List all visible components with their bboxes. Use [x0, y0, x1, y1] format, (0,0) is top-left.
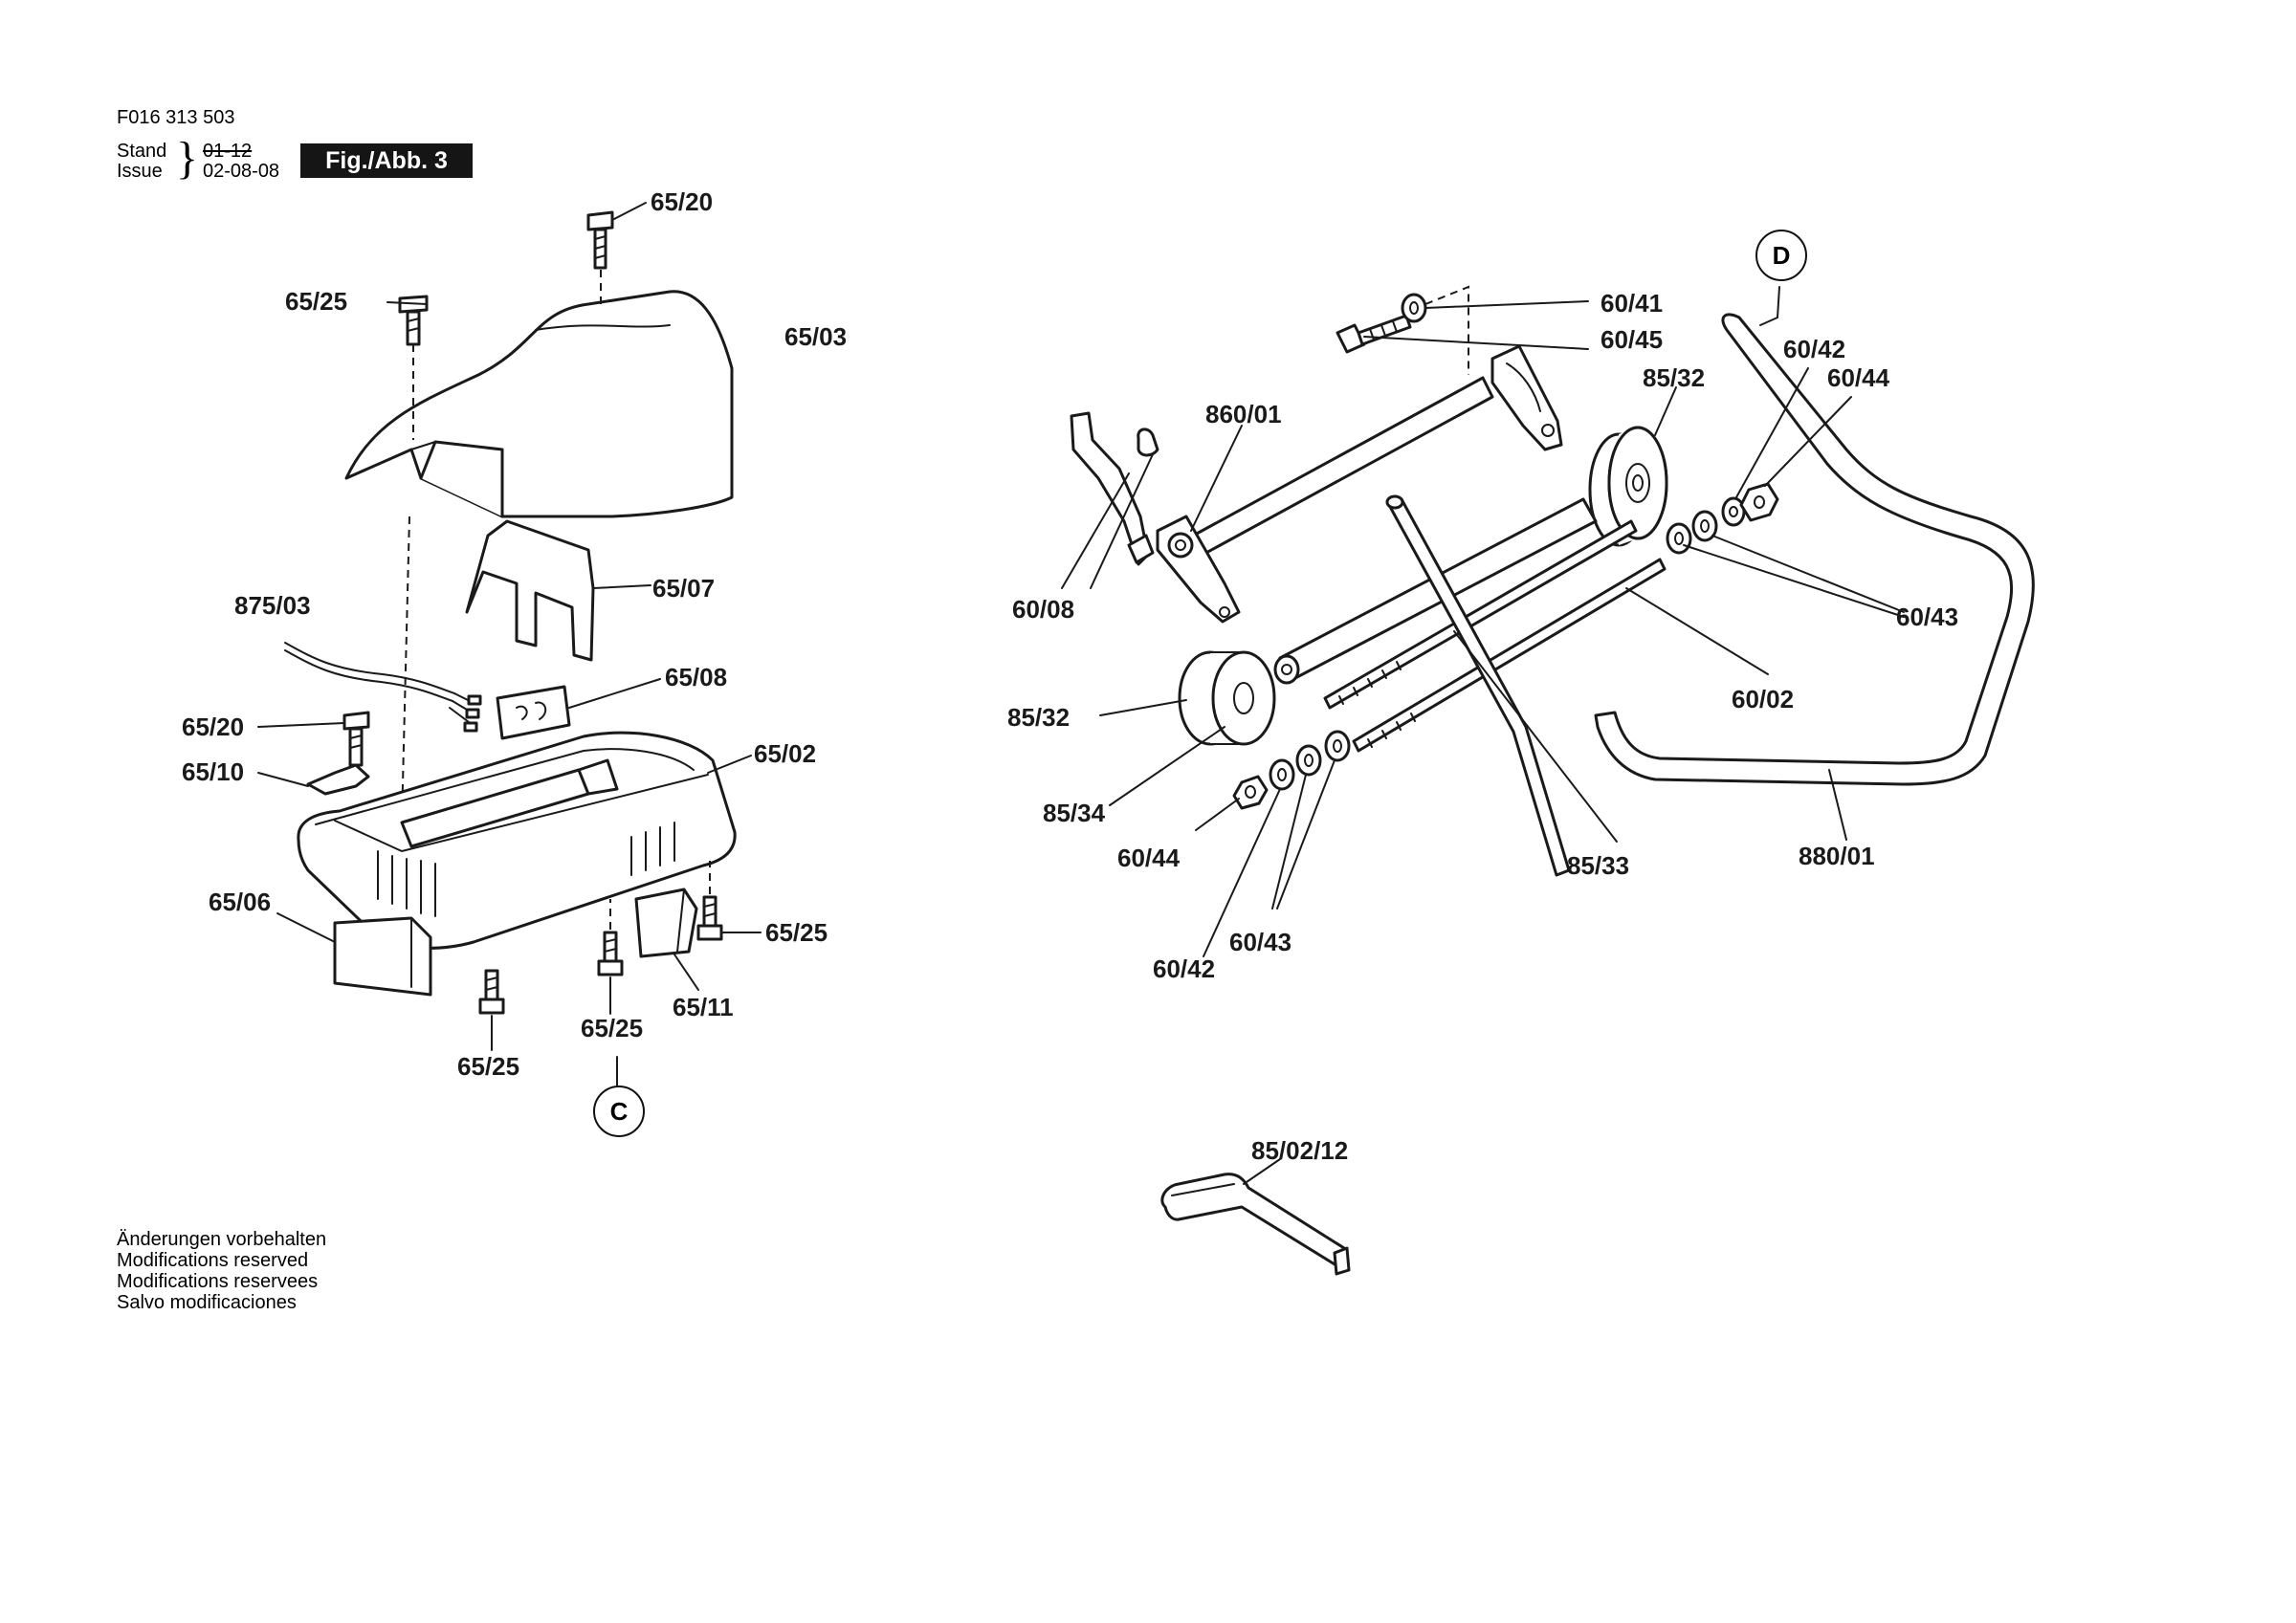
- frame-860-01: [1156, 344, 1563, 624]
- callout-85-33: 85/33: [1567, 851, 1630, 880]
- washer-60-41: [1401, 285, 1589, 375]
- callout-65-20-mid: 65/20: [182, 713, 245, 741]
- callout-60-41: 60/41: [1601, 289, 1664, 318]
- hex-key-85-02-12: [1160, 1158, 1351, 1276]
- footer-line-es: Salvo modificaciones: [117, 1292, 297, 1313]
- base-housing-65-02: [297, 731, 752, 950]
- screw-65-25-center: [597, 899, 624, 1015]
- callout-60-08: 60/08: [1012, 595, 1075, 624]
- part-number: F016 313 503: [117, 107, 235, 128]
- callout-65-25-bottom: 65/25: [457, 1052, 520, 1081]
- footer-line-en: Modifications reserved: [117, 1250, 309, 1271]
- callout-860-01: 860/01: [1205, 400, 1282, 428]
- handle-85-33: [1385, 494, 1618, 877]
- issue-label: Issue: [117, 161, 163, 182]
- footer-line-fr: Modifications reservees: [117, 1271, 319, 1292]
- ref-marker-d: D: [1755, 230, 1807, 281]
- rod-60-02: [1323, 519, 1769, 753]
- handle-880-01: [1594, 286, 2035, 841]
- assembly-axis-left: [401, 344, 414, 823]
- issue-value: 02-08-08: [203, 161, 280, 182]
- upper-cover-65-03: [344, 290, 734, 518]
- bracket-65-07: [465, 519, 651, 662]
- callout-60-42-bottom: 60/42: [1153, 954, 1216, 983]
- callout-85-32-top: 85/32: [1643, 363, 1706, 392]
- callout-65-02: 65/02: [754, 739, 817, 768]
- callout-65-10: 65/10: [182, 757, 245, 786]
- wheel-85-32-top: [1588, 386, 1677, 547]
- callout-65-25-center: 65/25: [581, 1014, 644, 1042]
- callout-85-34: 85/34: [1043, 799, 1106, 827]
- screw-65-25-top: [386, 295, 429, 346]
- switch-65-08: [496, 678, 661, 740]
- callout-65-07: 65/07: [652, 574, 716, 603]
- ref-marker-c: C: [593, 1086, 645, 1137]
- callout-60-44-bottom: 60/44: [1117, 844, 1181, 872]
- callout-65-25-top: 65/25: [285, 287, 348, 316]
- screw-65-20-top: [586, 202, 647, 306]
- washers-60-42-60-44-top: [1666, 367, 1905, 618]
- callout-85-02-12: 85/02/12: [1251, 1136, 1349, 1165]
- callout-65-11: 65/11: [673, 993, 734, 1021]
- clip-65-10: [257, 763, 370, 796]
- stand-label: Stand: [117, 141, 167, 162]
- callout-60-43-bottom: 60/43: [1229, 928, 1292, 956]
- bolt-60-45: [1336, 314, 1589, 354]
- callout-60-02: 60/02: [1732, 685, 1795, 713]
- footer-line-de: Änderungen vorbehalten: [117, 1229, 327, 1250]
- cable-875-03: [284, 642, 482, 733]
- stand-value: 01-12: [203, 141, 253, 162]
- screw-65-20-mid: [257, 711, 370, 767]
- callout-85-32-left: 85/32: [1007, 703, 1071, 732]
- callout-60-43-right: 60/43: [1896, 603, 1959, 631]
- screw-65-25-bottom: [478, 969, 505, 1051]
- callout-65-20-top: 65/20: [651, 187, 714, 216]
- callout-65-25-right: 65/25: [765, 918, 828, 947]
- screw-65-25-right: [696, 861, 762, 941]
- wheel-85-32-left: [1099, 650, 1276, 806]
- figure-title: Fig./Abb. 3: [300, 143, 473, 178]
- foot-65-11: [634, 888, 699, 991]
- callout-880-01: 880/01: [1799, 842, 1875, 870]
- header-brace: }: [176, 133, 199, 184]
- foot-65-06: [276, 912, 432, 997]
- washers-60-42-60-44-bottom: [1195, 730, 1351, 957]
- callout-60-42-top: 60/42: [1783, 335, 1846, 363]
- callout-65-06: 65/06: [209, 888, 272, 916]
- callout-65-03: 65/03: [784, 322, 848, 351]
- lever-60-08: [1061, 411, 1159, 589]
- callout-875-03: 875/03: [234, 591, 311, 620]
- callout-60-44-top: 60/44: [1827, 363, 1890, 392]
- callout-60-45: 60/45: [1601, 325, 1664, 354]
- callout-65-08: 65/08: [665, 663, 728, 691]
